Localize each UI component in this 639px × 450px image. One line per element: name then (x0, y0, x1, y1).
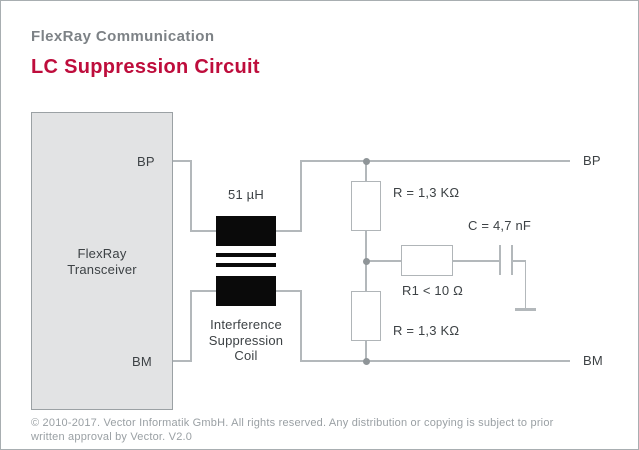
transceiver-pin-bm: BM (132, 354, 152, 369)
wire-bp-out (173, 160, 192, 162)
wire-bp-down (190, 160, 192, 231)
junction-dot-top (362, 157, 370, 165)
resistor-bottom-label: R = 1,3 KΩ (393, 323, 460, 338)
ground-icon (515, 308, 536, 311)
transceiver-block: BP BM FlexRay Transceiver (31, 112, 173, 410)
coil-core-bar-2 (216, 263, 276, 267)
copyright-text: © 2010-2017. Vector Informatik GmbH. All… (31, 417, 554, 443)
category-title: FlexRay Communication (31, 28, 215, 45)
wire-coil-bottom-right (275, 290, 302, 292)
capacitor-label: C = 4,7 nF (468, 218, 532, 233)
coil-caption: Interference Suppression Coil (208, 317, 284, 364)
resistor-top-label: R = 1,3 KΩ (393, 185, 460, 200)
transceiver-label: FlexRay Transceiver (67, 246, 137, 277)
resistor-series-r1 (401, 245, 453, 276)
wire-bp-bus (300, 160, 570, 162)
wire-bus-top (365, 161, 367, 182)
junction-dot-bottom (362, 357, 370, 365)
wire-right-up (300, 160, 302, 231)
wire-r1-right (452, 260, 499, 262)
capacitor-plate-left (498, 245, 501, 275)
resistor-series-label: R1 < 10 Ω (402, 283, 464, 298)
wire-bm-bus (300, 360, 570, 362)
transceiver-pin-bp: BP (137, 154, 155, 169)
bus-label-bm: BM (583, 353, 603, 368)
resistor-bottom (351, 291, 381, 341)
wire-cap-down (524, 260, 526, 309)
wire-bm-up (190, 290, 192, 361)
wire-bm-out (173, 360, 192, 362)
coil-winding-top (216, 216, 276, 246)
bus-label-bp: BP (583, 153, 601, 168)
capacitor-plate-right (510, 245, 513, 275)
wire-coil-top-right (275, 230, 302, 232)
page-title: LC Suppression Circuit (31, 56, 260, 78)
wire-right-down (300, 290, 302, 361)
resistor-top (351, 181, 381, 231)
wire-bus-bottom (365, 340, 367, 362)
junction-dot-middle (362, 257, 370, 265)
wire-cap-right (513, 260, 526, 262)
coil-winding-bottom (216, 276, 276, 306)
coil-core-bar-1 (216, 253, 276, 257)
coil-value-label: 51 µH (228, 187, 264, 202)
wire-coil-top-left (190, 230, 217, 232)
wire-r1-left (366, 260, 402, 262)
wire-coil-bottom-left (190, 290, 217, 292)
